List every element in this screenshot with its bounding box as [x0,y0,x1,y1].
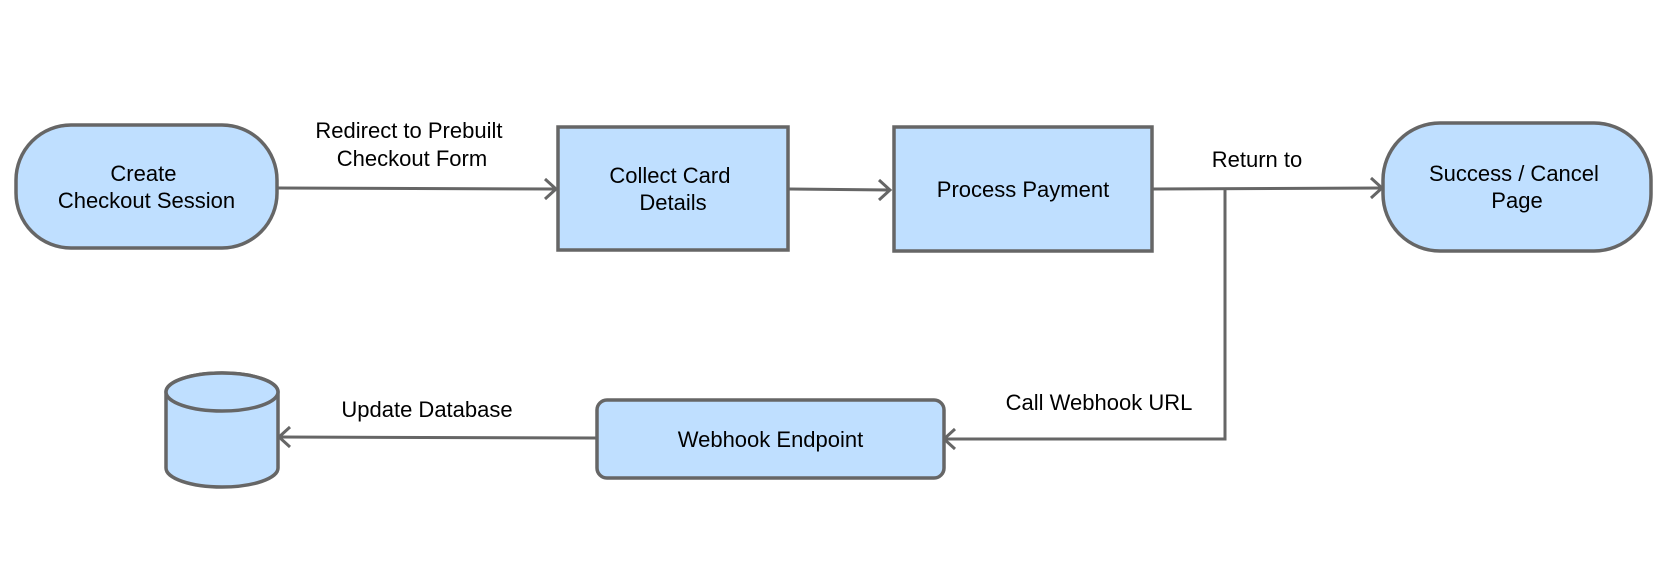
node-label-line: Success / Cancel [1429,161,1599,186]
edge-collect-to-process [788,178,893,202]
edge-label-line: Call Webhook URL [1006,390,1193,415]
node-label: Webhook Endpoint [678,427,864,452]
edge-redirect [277,177,559,201]
edge-label-line: Redirect to Prebuilt [315,118,502,143]
edge-label-return-to: Return to [1212,147,1303,172]
node-label: Success / Cancel Page [1429,161,1605,213]
node-success-cancel-page: Success / Cancel Page [1381,121,1653,253]
edge-label-line: Return to [1212,147,1303,172]
node-label: Process Payment [937,177,1109,202]
edge-update-database [276,425,597,449]
node-label: Collect Card Details [609,163,736,215]
node-collect-card-details: Collect Card Details [556,125,790,252]
node-label-line: Create [110,161,176,186]
edge-label-redirect: Redirect to Prebuilt Checkout Form [315,118,508,171]
edge-label-line: Update Database [341,397,512,422]
node-label: Create Checkout Session [58,161,235,213]
node-label-line: Checkout Session [58,188,235,213]
node-webhook-endpoint: Webhook Endpoint [595,398,946,480]
node-label-line: Process Payment [937,177,1109,202]
node-label-line: Details [639,190,706,215]
node-label-line: Webhook Endpoint [678,427,864,452]
database-cylinder-icon [164,371,280,489]
node-label-line: Page [1491,188,1542,213]
edge-label-call-webhook: Call Webhook URL [1006,390,1193,415]
node-label-line: Collect Card [609,163,730,188]
edge-label-update-database: Update Database [341,397,512,422]
edge-label-line: Checkout Form [337,146,487,171]
edge-return-to [1152,176,1385,200]
node-create-checkout-session: Create Checkout Session [14,123,279,250]
node-process-payment: Process Payment [892,125,1154,253]
